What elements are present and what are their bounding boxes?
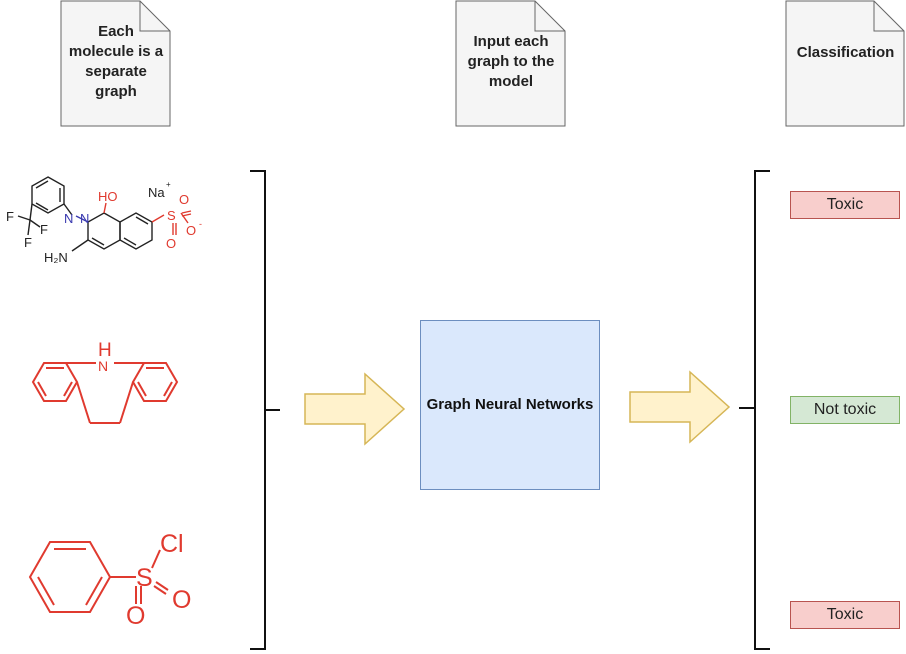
classification-label-2: Not toxic: [790, 396, 900, 424]
doc-note-graphs-text: Each molecule is a separate graph: [68, 23, 164, 100]
doc-shape: [785, 0, 905, 127]
graph-neural-networks-box: Graph Neural Networks: [420, 320, 600, 490]
molecule-azo-dye: Na + F F F N N HO H₂N S O O O -: [6, 176, 202, 265]
arrow-to-classification: [629, 370, 731, 444]
atom-na: Na: [148, 185, 165, 200]
doc-note-input-text: Input each graph to the model: [467, 33, 555, 90]
atom-o1: O: [126, 602, 145, 630]
output-bracket: [739, 170, 770, 650]
classification-label-1: Toxic: [790, 191, 900, 219]
doc-note-graphs: Each molecule is a separate graph: [60, 0, 172, 128]
doc-note-classification-text: Classification: [796, 44, 895, 61]
classification-label-3: Toxic: [790, 601, 900, 629]
atom-o-minus: O: [186, 223, 196, 238]
atom-o1: O: [166, 236, 176, 251]
atom-na-charge: +: [166, 180, 171, 189]
atom-f1: F: [6, 209, 14, 224]
input-bracket: [250, 170, 280, 650]
molecule-iminodibenzyl: H N: [31, 340, 179, 424]
atom-n1: N: [64, 211, 73, 226]
atom-f3: F: [24, 235, 32, 250]
atom-s: S: [136, 564, 153, 592]
doc-shape: [455, 0, 566, 127]
atom-n: N: [98, 358, 108, 374]
atom-o2: O: [179, 192, 189, 207]
atom-s: S: [167, 208, 176, 223]
atom-n2: N: [80, 211, 89, 226]
doc-shape: [60, 0, 171, 127]
molecule-benzenesulfonyl-chloride: S Cl O O: [28, 530, 191, 630]
atom-h: H: [98, 340, 112, 361]
atom-h2n: H₂N: [44, 250, 68, 265]
atom-ho: HO: [98, 189, 118, 204]
atom-minus-charge: -: [199, 219, 202, 229]
atom-cl: Cl: [160, 530, 184, 558]
doc-note-classification: Classification: [785, 0, 906, 128]
doc-note-input: Input each graph to the model: [455, 0, 567, 128]
atom-f2: F: [40, 222, 48, 237]
atom-o2: O: [172, 586, 191, 614]
arrow-to-model: [304, 372, 406, 446]
